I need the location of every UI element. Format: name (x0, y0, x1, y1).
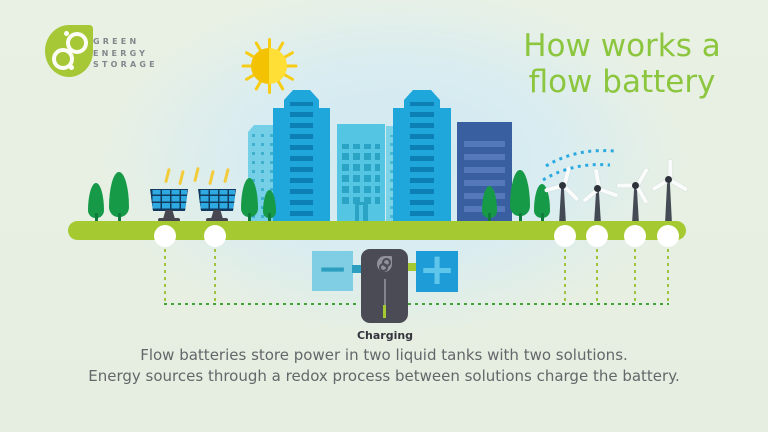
title-line-2: flow battery (528, 64, 716, 100)
wind-swoosh-icon (545, 149, 615, 168)
solar-panel-base (206, 218, 228, 222)
sunlight-ray (178, 169, 185, 186)
positive-connector (407, 263, 417, 271)
brand-wordmark: GREEN ENERGY STORAGE (93, 36, 158, 71)
sunlight-ray (164, 167, 171, 184)
building-windows (410, 102, 434, 216)
logo-ring-dot (64, 31, 69, 36)
building-cyan-center (337, 124, 385, 222)
connection-node (554, 225, 576, 247)
tree (241, 178, 258, 222)
logo-ring-icon (52, 48, 74, 70)
caption-line-2: Energy sources through a redox process b… (88, 366, 680, 385)
tree (109, 172, 129, 222)
connection-node (154, 225, 176, 247)
title-line-1: How works a (523, 28, 721, 64)
building-windows (290, 102, 313, 216)
solar-panel-icon (198, 189, 236, 211)
tree (534, 184, 550, 222)
sun-icon (241, 38, 297, 94)
sun-disc (251, 48, 287, 84)
connection-node (586, 225, 608, 247)
sunlight-ray (208, 169, 215, 186)
brand-line: ENERGY (93, 48, 149, 58)
connection-node (657, 225, 679, 247)
minus-symbol: − (317, 249, 348, 290)
sunlight-ray (223, 167, 230, 184)
tree (510, 170, 530, 222)
tree (88, 183, 104, 222)
caption: Flow batteries store power in two liquid… (0, 345, 768, 386)
page-title: How works a flow battery (487, 28, 757, 100)
connection-node (624, 225, 646, 247)
tree (263, 190, 276, 222)
solar-panel-stand (211, 210, 223, 219)
solar-panel-icon (150, 189, 188, 211)
building-blue-tower (393, 90, 451, 222)
logo-ring-icon (66, 32, 88, 54)
plus-symbol: + (418, 244, 456, 295)
brand-leaf-logo-icon (45, 25, 93, 77)
connection-node (204, 225, 226, 247)
tree (482, 186, 497, 222)
sunlight-ray (193, 166, 200, 183)
building-blue-tower (273, 90, 330, 222)
building-windows (342, 144, 380, 204)
charge-level (383, 305, 386, 318)
negative-connector (352, 265, 362, 273)
charging-label: Charging (356, 329, 414, 342)
brand-line: STORAGE (93, 60, 158, 69)
logo-ring-dot (69, 65, 74, 70)
brand-line: GREEN (93, 37, 140, 46)
solar-panel-stand (163, 210, 175, 219)
solar-panel-base (158, 218, 180, 222)
building-door (354, 202, 368, 222)
caption-line-1: Flow batteries store power in two liquid… (140, 346, 628, 364)
positive-tank: + (416, 248, 458, 292)
battery-icon (361, 249, 408, 323)
charge-gauge (383, 279, 386, 307)
negative-tank: − (312, 251, 353, 291)
wind-swoosh-icon (542, 163, 611, 182)
leaf-icon (377, 256, 392, 272)
